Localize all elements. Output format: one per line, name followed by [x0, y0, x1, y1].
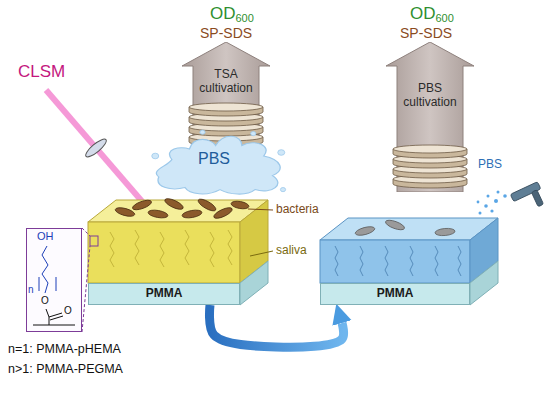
polymer-chain	[185, 230, 189, 265]
droplet	[152, 153, 159, 159]
bond	[46, 309, 49, 317]
arrow-body	[386, 42, 474, 192]
slab-side	[470, 261, 498, 305]
polymer-chain	[335, 246, 338, 276]
note: n>1: PMMA-PEGMA	[8, 362, 123, 376]
bacterium	[231, 200, 250, 210]
fluid-label: PBS	[198, 150, 230, 168]
drop	[490, 209, 493, 212]
drop	[503, 194, 507, 198]
arrow-shape	[386, 42, 474, 192]
measurement-label: OD	[210, 4, 236, 24]
subscript: 600	[436, 12, 454, 25]
bond	[50, 316, 63, 320]
polymer-pattern	[335, 246, 461, 276]
polymer-chain	[210, 232, 214, 267]
polymer-chain	[385, 246, 388, 276]
chemical-atom: O	[41, 295, 49, 307]
bacterium	[182, 209, 203, 219]
part-label: bacteria	[276, 203, 319, 217]
laser-beam	[46, 90, 146, 206]
droplet	[200, 130, 205, 134]
measurement-label: SP-SDS	[200, 25, 252, 41]
bacterium	[435, 228, 456, 237]
bacterium	[197, 197, 218, 213]
fluid-label: PBS	[478, 158, 502, 172]
drop	[497, 191, 500, 194]
zoom-marker	[90, 236, 98, 246]
substrate-band: PMMA	[320, 283, 470, 305]
bacterium	[131, 198, 152, 211]
chemical-atom: n	[28, 284, 34, 296]
bacterium	[384, 218, 405, 231]
bacteria-group	[354, 218, 455, 237]
bacterium	[148, 209, 169, 219]
polymer-chain	[135, 230, 139, 265]
chemical-structure	[27, 229, 80, 330]
part-label: saliva	[276, 244, 307, 258]
measurement-label: SP-SDS	[400, 25, 452, 41]
process-label: TSA cultivation	[199, 68, 252, 96]
handle	[531, 190, 543, 207]
spray-drops	[477, 191, 507, 215]
process-label: PBS cultivation	[403, 82, 456, 110]
subscript: 600	[236, 12, 254, 25]
polymer-chain	[458, 246, 461, 276]
saliva-layer	[88, 222, 240, 283]
drop	[494, 199, 498, 203]
droplet	[278, 150, 285, 156]
bond	[33, 325, 75, 326]
coating-layer	[320, 240, 470, 283]
bacteria-group	[114, 197, 249, 221]
drop	[477, 201, 480, 204]
arrow-body	[182, 42, 270, 150]
leader-line	[250, 251, 273, 256]
polymer-chain	[435, 246, 438, 276]
bacterium	[163, 197, 184, 212]
bond	[39, 277, 40, 291]
mirror	[83, 137, 108, 160]
polymer-chain	[160, 232, 164, 267]
chemical-atom: OH	[37, 230, 54, 243]
bacterium	[212, 206, 233, 221]
substrate-band: PMMA	[88, 283, 240, 305]
drop	[484, 204, 488, 208]
splash-shape: PBS	[150, 128, 290, 198]
transition-arrow	[209, 305, 343, 347]
instrument-label: CLSM	[18, 62, 65, 82]
process-arrow: TSA cultivation	[182, 42, 270, 150]
structure-inset: OHnOO	[26, 228, 82, 332]
slab-side	[240, 261, 268, 305]
bond	[49, 317, 50, 325]
measurement-label: OD	[410, 4, 436, 24]
splash-body	[156, 136, 280, 194]
arrow-shape	[182, 42, 270, 150]
bond	[42, 246, 48, 293]
material-label: PMMA	[146, 287, 183, 301]
drop	[479, 212, 482, 215]
droplet	[280, 188, 285, 192]
process-arrow: PBS cultivation	[386, 42, 474, 192]
polymer-pattern	[110, 230, 232, 267]
leader-line	[248, 209, 273, 210]
bond	[56, 277, 57, 291]
petri-dish-lid	[189, 103, 263, 111]
slab-top	[320, 218, 498, 240]
zoom-line	[82, 228, 90, 236]
polymer-chain	[110, 232, 114, 267]
bacterium	[354, 225, 375, 237]
polymer-chain	[360, 246, 363, 276]
spray-gun	[510, 182, 547, 216]
material-label: PMMA	[377, 287, 414, 301]
chemical-atom: O	[64, 305, 72, 317]
polymer-chain	[228, 230, 232, 265]
drop	[487, 195, 490, 198]
polymer-chain	[410, 246, 413, 276]
note: n=1: PMMA-pHEMA	[8, 342, 121, 356]
petri-dish-lid	[393, 145, 467, 153]
droplet	[251, 132, 256, 136]
